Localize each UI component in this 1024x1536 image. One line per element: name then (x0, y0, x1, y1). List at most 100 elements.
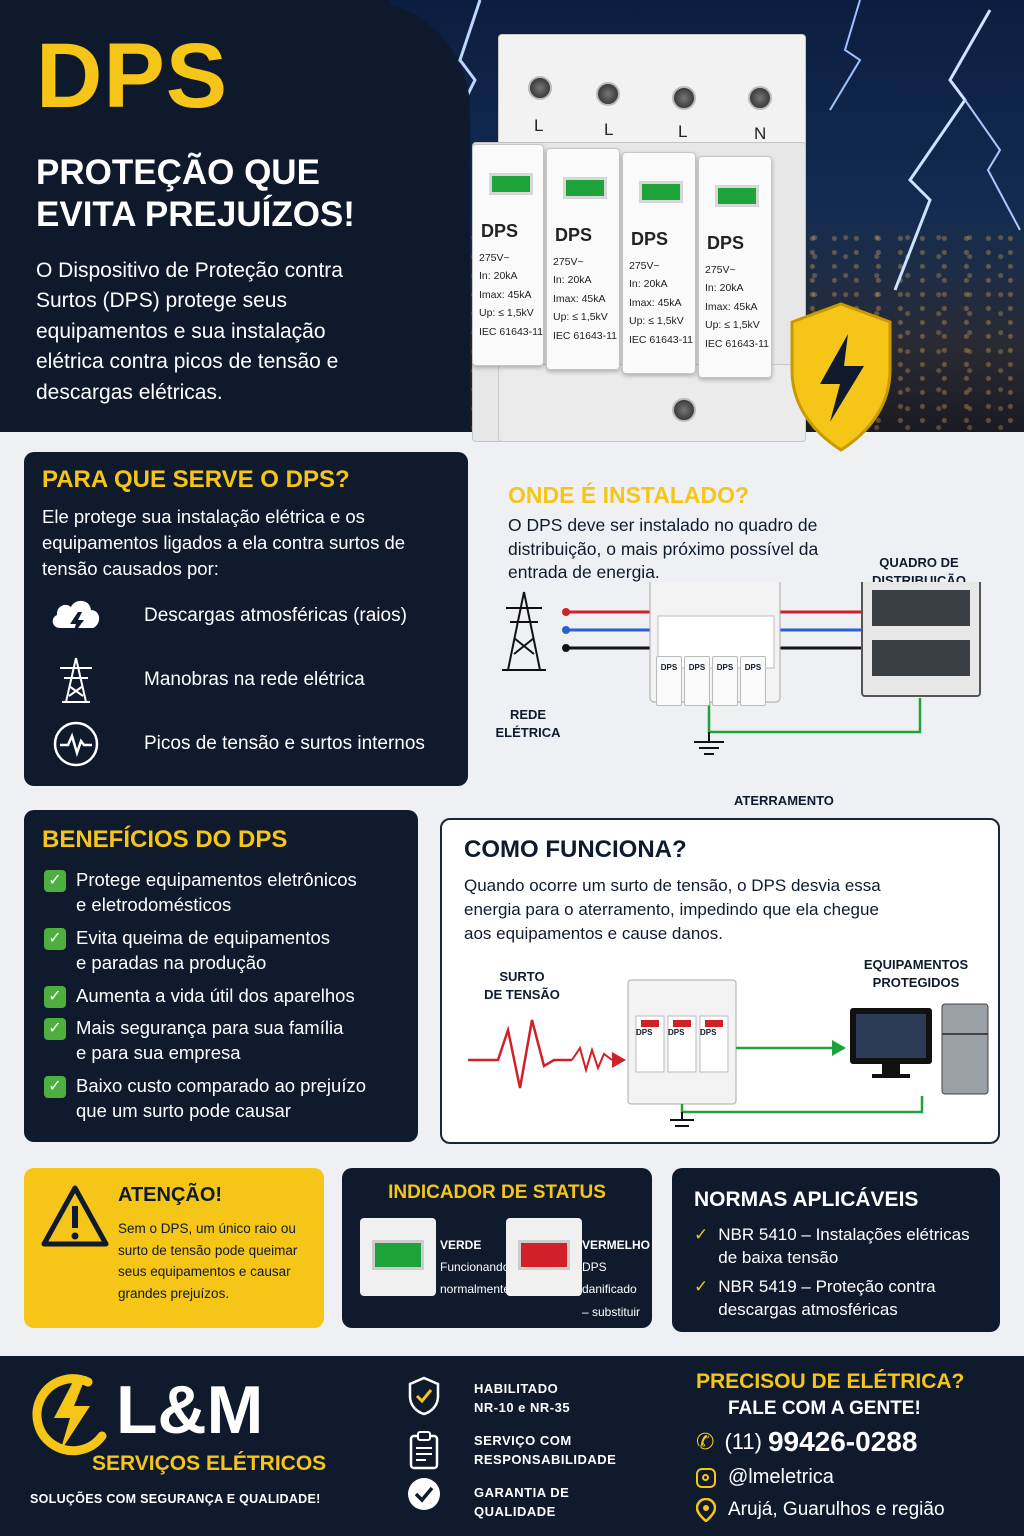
status-window-green (372, 1240, 424, 1270)
status-red-title: VERMELHO (582, 1238, 651, 1252)
item-line: NBR 5419 – Proteção contra (718, 1277, 936, 1296)
mini-module-label: DPS (700, 1028, 717, 1037)
item-line: descargas atmosféricas (718, 1299, 898, 1319)
location: Arujá, Guarulhos e região (696, 1498, 945, 1522)
label-line: EQUIPAMENTOS (863, 957, 969, 972)
spec-in-label: In: (479, 270, 491, 283)
mini-module-label: DPS (744, 663, 762, 672)
check-icon: ✓ (694, 1277, 709, 1296)
badge-line: RESPONSABILIDADE (474, 1451, 617, 1467)
spec-up: Up: ≤ 1,5kV (705, 319, 760, 332)
mini-module-label: DPS (636, 1028, 653, 1037)
status-red-module (506, 1218, 582, 1296)
spec-norm: IEC 61643-11 (479, 325, 544, 338)
module-specs: 275V~ In: 20kA Imax: 45kA Up: ≤ 1,5kV IE… (479, 249, 543, 341)
item-line: Mais segurança para sua família (76, 1017, 344, 1038)
dps-module: DPS 275V~ In: 20kA Imax: 45kA Up: ≤ 1,5k… (472, 144, 544, 366)
spec-up: Up: ≤ 1,5kV (479, 307, 534, 320)
spec-in: 20kA (719, 282, 744, 295)
phone-number: 99426-0288 (767, 1426, 918, 1457)
location-pin-icon (696, 1498, 716, 1522)
status-green-text: VERDE Funcionando normalmente (440, 1234, 510, 1301)
label-line: SURTO (499, 969, 545, 984)
brand-logo-icon (32, 1374, 107, 1456)
brand-subtitle: SERVIÇOS ELÉTRICOS (92, 1452, 327, 1475)
mini-module-label: DPS (660, 663, 678, 672)
check-icon: ✓ (44, 1018, 66, 1040)
dps-module: DPS 275V~ In: 20kA Imax: 45kA Up: ≤ 1,5k… (622, 152, 696, 374)
page-title: DPS (36, 25, 229, 127)
status-green-module (360, 1218, 436, 1296)
phone-link[interactable]: ✆ (11) 99426-0288 (696, 1426, 917, 1458)
status-window-green (639, 181, 683, 203)
spec-voltage: 275V~ (705, 264, 736, 276)
diagram-label-rede: REDE ELÉTRICA (486, 706, 570, 741)
terminal-label: L (534, 116, 544, 135)
terminal-label: L (604, 120, 614, 139)
mini-dps-module: DPS (712, 656, 738, 706)
status-window-green (715, 185, 759, 207)
warning-icon (41, 1185, 109, 1247)
hero-description: O Dispositivo de Proteção contra Surtos … (36, 259, 343, 404)
footer: L&M SERVIÇOS ELÉTRICOS SOLUÇÕES COM SEGU… (0, 1356, 1024, 1536)
badge-text: SERVIÇO COM RESPONSABILIDADE (474, 1432, 616, 1470)
spec-in: 20kA (567, 274, 592, 287)
module-label: DPS (707, 233, 745, 253)
section-title: INDICADOR DE STATUS (388, 1182, 606, 1203)
screw-icon (672, 398, 696, 422)
section-text: Sem o DPS, um único raio ou surto de ten… (118, 1221, 298, 1301)
surge-diagram (468, 979, 989, 1127)
power-tower-icon (48, 657, 104, 703)
instagram-handle: @lmeletrica (728, 1466, 834, 1488)
spec-up: Up: ≤ 1,5kV (553, 311, 608, 324)
instagram-icon (696, 1467, 716, 1488)
label-line: DE TENSÃO (484, 986, 560, 1002)
screw-icon (672, 86, 696, 110)
card-beneficios: BENEFÍCIOS DO DPS ✓Protege equipamentos … (24, 810, 418, 1142)
item-line: de baixa tensão (718, 1247, 839, 1267)
terminal-label: N (754, 124, 767, 143)
dps-module: DPS 275V~ In: 20kA Imax: 45kA Up: ≤ 1,5k… (546, 148, 620, 370)
spec-voltage: 275V~ (479, 252, 510, 264)
shield-check-icon (408, 1376, 440, 1416)
status-red-line: DPS danificado (582, 1260, 637, 1297)
status-green-line: normalmente (440, 1282, 511, 1297)
mini-module-label: DPS (668, 1028, 685, 1037)
instagram-link[interactable]: @lmeletrica (696, 1466, 834, 1489)
badge-line: NR-10 e NR-35 (474, 1399, 571, 1415)
section-text: Quando ocorre um surto de tensão, o DPS … (464, 876, 881, 943)
cta-subtitle: FALE COM A GENTE! (728, 1398, 921, 1419)
spec-norm: IEC 61643-11 (629, 333, 694, 346)
status-window-red (518, 1240, 570, 1270)
card-normas: NORMAS APLICÁVEIS ✓ NBR 5410 – Instalaçõ… (672, 1168, 1000, 1332)
module-specs: 275V~ In: 20kA Imax: 45kA Up: ≤ 1,5kV IE… (553, 253, 617, 345)
mini-dps-module: DPS (656, 656, 682, 706)
list-item-label: Manobras na rede elétrica (144, 669, 365, 690)
card-indicador-status: INDICADOR DE STATUS VERDE Funcionando no… (342, 1168, 652, 1328)
section-title: ATENÇÃO! (118, 1184, 223, 1206)
screw-icon (596, 82, 620, 106)
quality-seal-icon (408, 1478, 440, 1510)
list-item: ✓ NBR 5419 – Proteção contra descargas at… (694, 1276, 936, 1322)
card-como-funciona: COMO FUNCIONA? Quando ocorre um surto de… (440, 818, 1000, 1144)
spec-in-label: In: (553, 274, 565, 287)
badge-line: SERVIÇO COM (474, 1433, 572, 1448)
spec-up: Up: ≤ 1,5kV (629, 315, 684, 328)
diagram-label-equipamentos: EQUIPAMENTOS PROTEGIDOS (848, 956, 984, 991)
brand-tagline: SOLUÇÕES COM SEGURANÇA E QUALIDADE! (30, 1492, 321, 1506)
spec-in: 20kA (493, 270, 518, 283)
list-item-label: Picos de tensão e surtos internos (144, 733, 425, 754)
diagram-label-surto: SURTO DE TENSÃO (472, 968, 572, 1003)
spec-in-label: In: (629, 278, 641, 291)
spec-imax: Imax: 45kA (705, 300, 758, 313)
spec-norm: IEC 61643-11 (705, 337, 770, 350)
check-icon: ✓ (44, 870, 66, 892)
badge-qualidade (406, 1476, 442, 1517)
item-line: Baixo custo comparado ao prejuízo (76, 1075, 367, 1096)
